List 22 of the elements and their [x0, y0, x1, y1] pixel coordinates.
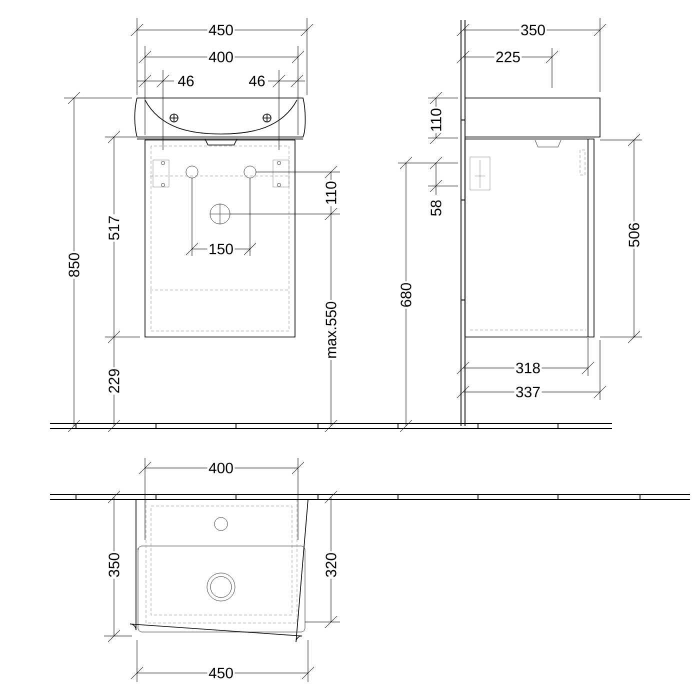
dimension-label: 110: [430, 106, 443, 134]
dimension-label: 225: [494, 50, 522, 64]
dimension-label: 506: [628, 221, 641, 249]
dimension-label: 400: [207, 50, 235, 64]
dimension-label: 450: [207, 23, 235, 36]
dimension-label: max.550: [324, 300, 338, 360]
dimension-label: 46: [176, 74, 196, 88]
dimension-label: 229: [108, 367, 121, 395]
dimension-label: 350: [108, 551, 121, 579]
dimension-label: 58: [430, 198, 443, 218]
dimension-label: 850: [68, 251, 80, 279]
dimension-label: 110: [324, 180, 338, 206]
dimension-label: 350: [519, 23, 547, 36]
dimension-label: 400: [207, 462, 235, 475]
dimension-label: 320: [324, 551, 338, 579]
dimension-label: 517: [108, 214, 120, 242]
dimension-label: 150: [207, 242, 235, 256]
dimension-label: 46: [247, 74, 267, 88]
dimension-label: 680: [400, 281, 413, 309]
dimension-label: 337: [514, 386, 542, 398]
dimension-label: 450: [207, 666, 235, 680]
dimension-label: 318: [514, 362, 542, 374]
